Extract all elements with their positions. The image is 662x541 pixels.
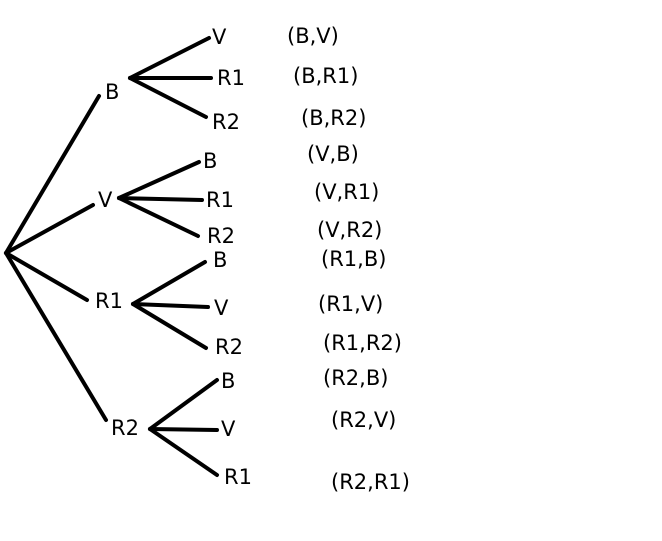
edge-root-R1 (4, 251, 89, 302)
node-R1: R1 (95, 289, 123, 313)
outcome: (B,R1) (293, 64, 359, 88)
outcome: (V,R2) (317, 218, 383, 242)
outcome: (V,R1) (314, 180, 380, 204)
node-R2-B: B (221, 369, 236, 393)
outcome: (R1,B) (321, 247, 387, 271)
edge-R2-V (148, 427, 219, 432)
node-R2: R2 (111, 416, 139, 440)
node-R1-V: V (214, 296, 229, 320)
outcome: (R1,R2) (323, 331, 402, 355)
edge-R1-B (131, 260, 207, 306)
node-V-R1: R1 (206, 188, 234, 212)
node-V-R2: R2 (207, 224, 235, 248)
edge-R1-V (131, 302, 210, 309)
node-R1-B: B (213, 248, 228, 272)
node-V-B: B (203, 149, 218, 173)
edge-V-R1 (117, 196, 204, 202)
outcome: (B,V) (287, 24, 339, 48)
node-R2-V: V (221, 417, 236, 441)
edge-V-B (117, 160, 201, 200)
outcome: (B,R2) (301, 106, 367, 130)
edge-root-R2 (4, 251, 108, 422)
node-R1-R2: R2 (215, 335, 243, 359)
edge-R2-R1 (148, 427, 219, 477)
edge-root-B (4, 94, 101, 255)
edge-B-V (128, 36, 211, 80)
edge-R2-B (148, 378, 219, 431)
node-B: B (105, 80, 120, 104)
outcome: (R2,B) (323, 366, 389, 390)
node-R2-R1: R1 (224, 465, 252, 489)
edge-root-V (4, 203, 95, 255)
outcome: (R1,V) (318, 292, 384, 316)
node-B-R1: R1 (217, 66, 245, 90)
outcome: (R2,V) (331, 408, 397, 432)
node-B-V: V (212, 25, 227, 49)
outcome: (R2,R1) (331, 470, 410, 494)
edge-B-R2 (128, 76, 208, 119)
node-B-R2: R2 (212, 110, 240, 134)
node-V: V (98, 188, 113, 212)
outcome: (V,B) (307, 142, 359, 166)
edge-V-R2 (117, 196, 200, 238)
edge-R1-R2 (131, 302, 208, 350)
